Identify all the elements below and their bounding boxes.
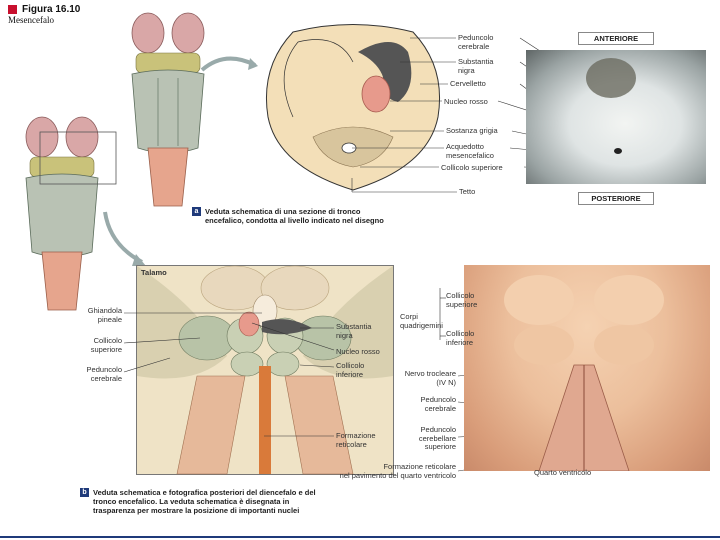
midbrain-section-diagram [265,24,441,191]
label-cervelletto: Cervelletto [450,79,486,88]
panel-b-badge: b [80,488,89,497]
brainstem-illustration-top [131,12,205,207]
brainstem-posterior-photo [464,265,710,471]
label-nervo-trocleare: Nervo trocleare(IV N) [404,369,456,387]
label-talamo: Talamo [141,268,167,277]
figure-marker [8,5,17,14]
posterior-schematic-drawing [137,265,393,475]
panel-a-badge: a [192,207,201,216]
label-nucleo-rosso-b: Nucleo rosso [336,347,380,356]
brainstem-illustration-bottom [25,116,117,311]
tag-posteriore: POSTERIORE [578,192,654,205]
bottom-rule [0,536,720,538]
panel-b-caption: Veduta schematica e fotografica posterio… [93,488,316,515]
label-sostanza-grigia: Sostanza grigia [446,126,498,135]
figure-label: Figura 16.10 [22,4,81,15]
tag-anteriore: ANTERIORE [578,32,654,45]
panel-b-schematic [136,265,394,475]
pointer-arrow-to-b [103,211,146,266]
midbrain-section-photo [526,50,706,184]
figure-subtitle: Mesencefalo [8,15,54,25]
label-collicolo-superiore-a: Collicolo superiore [441,163,503,172]
label-nucleo-rosso-a: Nucleo rosso [444,97,488,106]
label-quarto-ventricolo: Quarto ventricolo [534,468,592,477]
panel-a-caption: Veduta schematica di una sezione di tron… [205,207,384,225]
pointer-arrow-to-a [200,56,258,72]
label-tetto: Tetto [459,187,476,196]
